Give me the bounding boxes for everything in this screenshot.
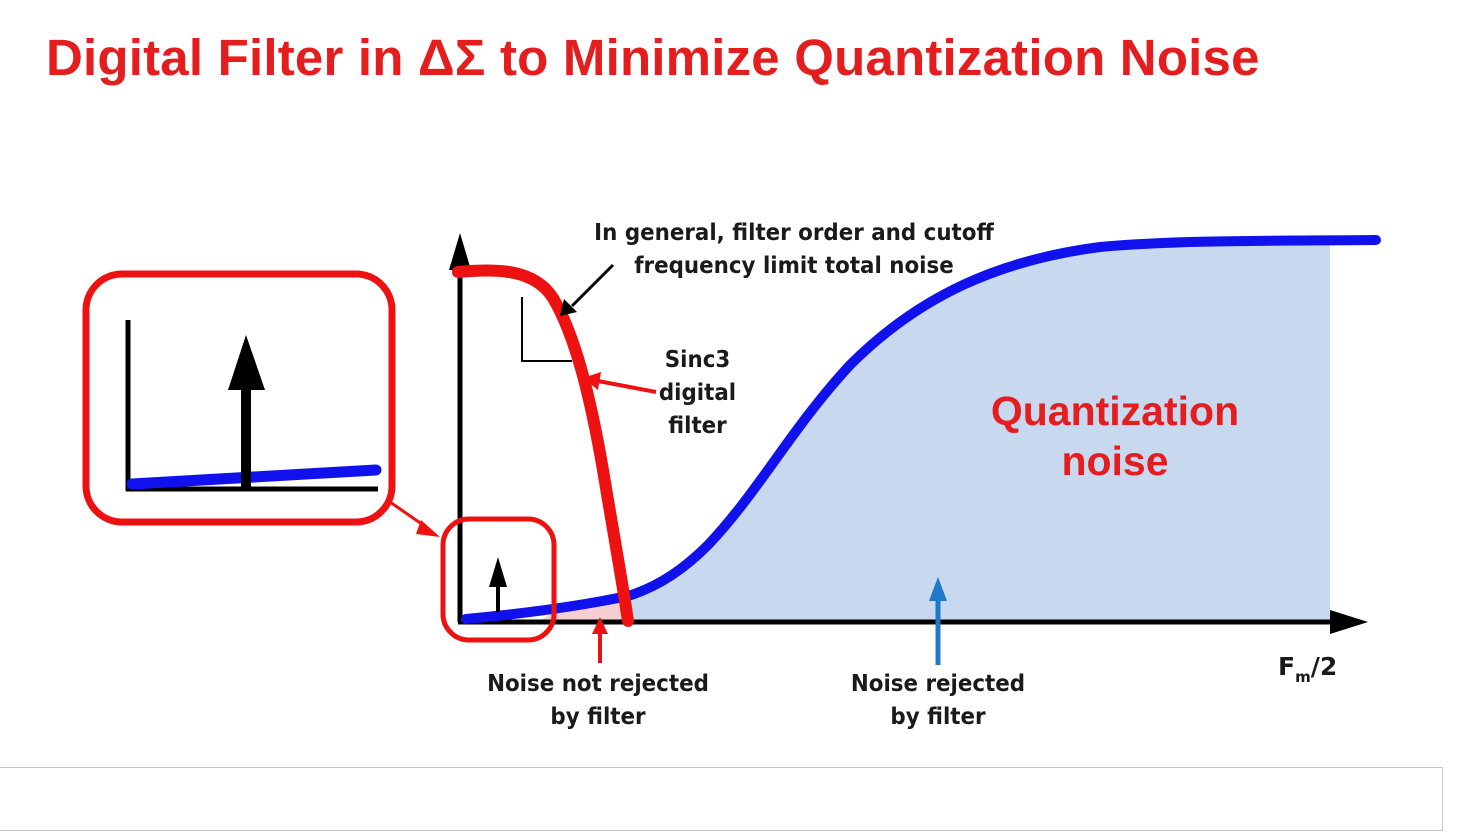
sinc3-line-2: digital [658, 380, 737, 406]
quantization-noise-line-1: Quantization [990, 388, 1240, 434]
sinc3-label-arrow [597, 379, 657, 394]
inset-noise-line [126, 464, 382, 490]
noise-rejected-label: Noise rejected by filter [826, 668, 1049, 734]
sinc3-line-3: filter [668, 413, 727, 439]
x-axis-arrowhead [1330, 610, 1368, 634]
sinc3-line-1: Sinc3 [664, 347, 731, 373]
quantization-noise-area [628, 240, 1330, 621]
rejected-line-2: by filter [890, 704, 986, 730]
y-axis-arrowhead [449, 233, 471, 270]
slide-title: Digital Filter in ΔΣ to Minimize Quantiz… [46, 29, 1260, 86]
sinc3-filter-curve [452, 264, 634, 627]
general-note-line-1: In general, filter order and cutoff [594, 220, 994, 246]
nyquist-axis-label-tail: /2 [1310, 652, 1338, 681]
general-note-arrowhead [560, 299, 577, 316]
zoom-link-arrowhead [416, 520, 440, 537]
noise-not-rejected-label: Noise not rejected by filter [477, 668, 719, 734]
general-note-arrow [570, 263, 615, 308]
quantization-noise-label: Quantization noise [955, 386, 1275, 486]
sinc3-filter-label: Sinc3 digital filter [644, 344, 751, 443]
general-note-label: In general, filter order and cutoff freq… [589, 217, 998, 283]
nyquist-axis-label: Fm/2 [1278, 652, 1338, 686]
rejected-arrowhead [929, 577, 947, 601]
not-rejected-arrowhead [592, 617, 608, 634]
inset-signal-tone-arrowhead [228, 335, 265, 390]
general-note-line-2: frequency limit total noise [634, 253, 954, 279]
zoom-inset-box [82, 270, 396, 526]
zoom-source-box [440, 516, 557, 643]
nyquist-axis-label-sub: m [1295, 668, 1311, 686]
quantization-noise-line-2: noise [1061, 438, 1169, 484]
signal-tone-arrowhead-small [489, 557, 507, 587]
nyquist-axis-label-main: F [1278, 652, 1296, 681]
footer-bar [0, 767, 1443, 831]
sinc3-label-arrowhead [583, 372, 601, 390]
not-rejected-line-2: by filter [550, 704, 646, 730]
cutoff-corner-marker [521, 297, 572, 362]
rejected-line-1: Noise rejected [850, 671, 1026, 697]
not-rejected-line-1: Noise not rejected [487, 671, 709, 697]
